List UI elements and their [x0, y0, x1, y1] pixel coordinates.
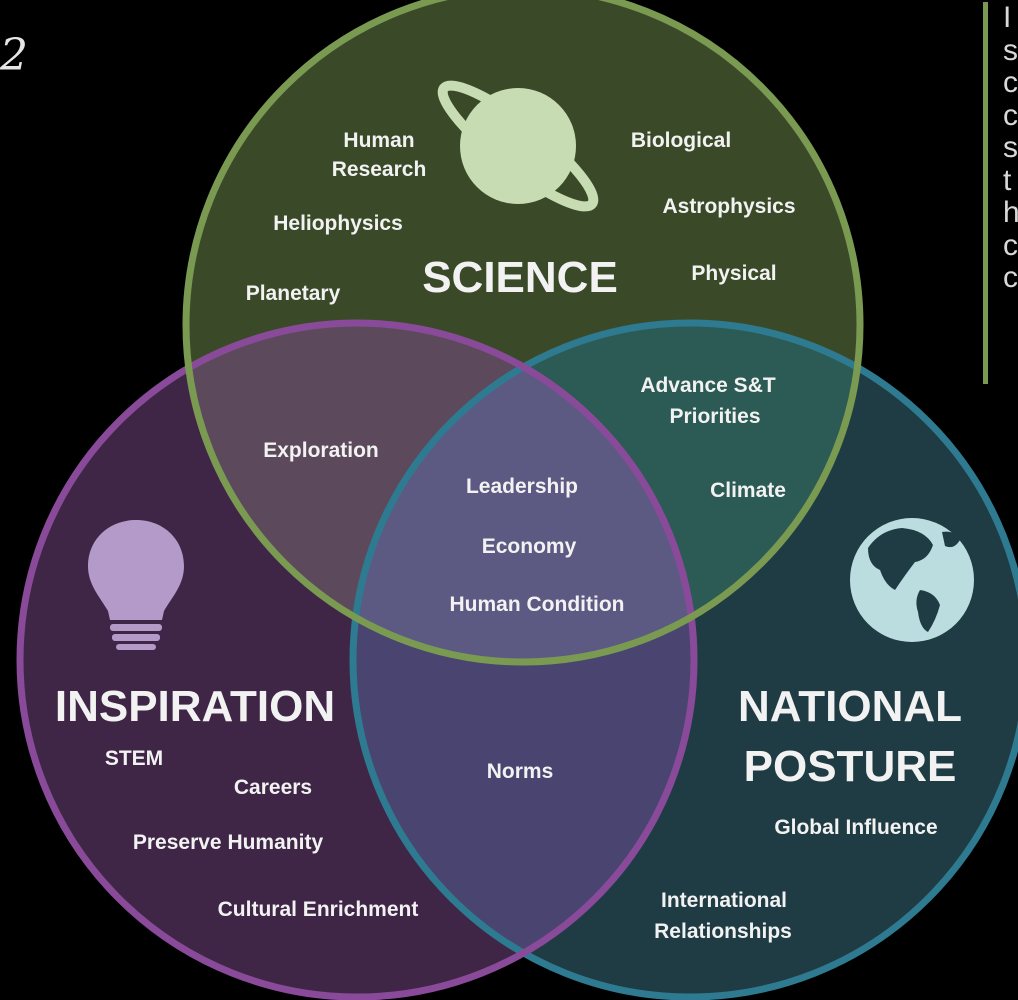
label-advance-st-2: Priorities — [669, 405, 760, 428]
globe-continent-south-america — [916, 590, 940, 632]
science-title: SCIENCE — [422, 253, 618, 302]
label-astrophysics: Astrophysics — [662, 195, 795, 218]
label-international-1: International — [661, 889, 787, 912]
globe-continent-north-america — [868, 528, 933, 590]
lightbulb-icon — [88, 520, 184, 650]
inspiration-outline — [16, 319, 698, 1000]
corner-glyph: 2 — [0, 30, 28, 81]
label-climate: Climate — [710, 479, 786, 502]
sidebar-text-line: s — [1003, 131, 1018, 164]
label-heliophysics: Heliophysics — [273, 212, 403, 235]
label-preserve-humanity: Preserve Humanity — [133, 831, 324, 854]
inspiration-title: INSPIRATION — [55, 682, 335, 731]
label-stem: STEM — [105, 747, 163, 770]
sidebar-text-line: I — [1003, 2, 1012, 34]
label-norms: Norms — [487, 760, 554, 783]
sidebar-text-line: c — [1003, 228, 1018, 262]
label-human-research-1: Human — [343, 129, 414, 152]
label-international-2: Relationships — [654, 920, 792, 943]
label-advance-st-1: Advance S&T — [640, 374, 776, 397]
sidebar-text-line: s — [1003, 33, 1018, 67]
label-planetary: Planetary — [246, 282, 341, 305]
label-human-condition: Human Condition — [450, 593, 625, 616]
posture-title-line2: POSTURE — [744, 742, 957, 791]
sidebar-accent-line — [983, 2, 988, 384]
label-leadership: Leadership — [466, 475, 578, 498]
label-economy: Economy — [482, 535, 577, 558]
label-human-research-2: Research — [332, 158, 427, 181]
posture-outline — [349, 319, 1018, 1000]
label-global-influence: Global Influence — [774, 816, 937, 839]
globe-continent-greenland — [942, 531, 960, 548]
science-outline — [182, 0, 864, 666]
sidebar-text-line: c — [1003, 261, 1018, 294]
sidebar-text-line: h — [1003, 196, 1018, 229]
posture-title-line1: NATIONAL — [738, 682, 962, 731]
sidebar-text-line: t — [1003, 163, 1012, 197]
planet-icon — [437, 80, 599, 212]
globe-icon — [850, 518, 974, 642]
label-exploration: Exploration — [263, 439, 379, 462]
label-careers: Careers — [234, 776, 312, 799]
label-biological: Biological — [631, 129, 731, 152]
label-cultural-enrichment: Cultural Enrichment — [218, 898, 419, 921]
label-physical: Physical — [691, 262, 776, 285]
sidebar-text-line: c — [1003, 66, 1018, 99]
sidebar-text-line: c — [1003, 98, 1018, 132]
